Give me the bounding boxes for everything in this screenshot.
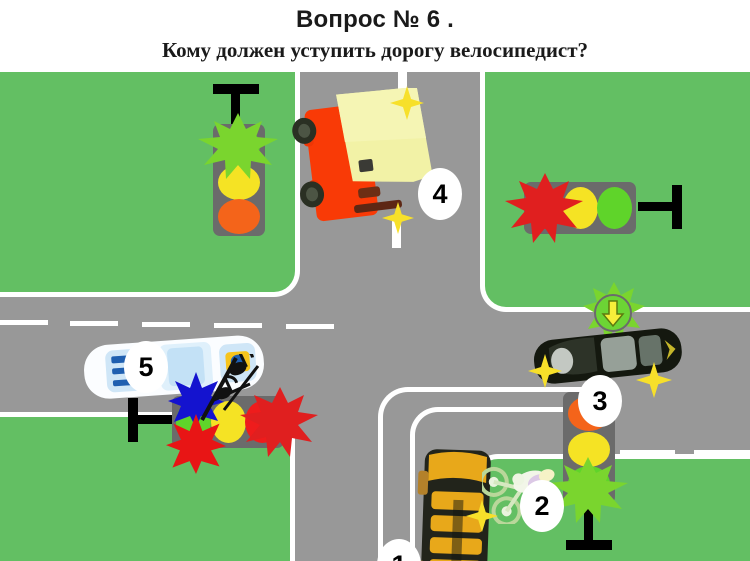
marker-2[interactable]: 2 xyxy=(520,480,564,532)
traffic-light-pole-cap-southeast xyxy=(566,540,612,550)
lane-edge-inner xyxy=(410,407,620,561)
lane-edge-outer xyxy=(378,387,598,561)
signal-lamp-yellow xyxy=(218,165,260,200)
signal-burst-southwest xyxy=(240,387,320,457)
turn-signal-sparkle xyxy=(636,362,672,403)
signal-burst-southeast xyxy=(546,457,630,523)
turn-signal-sparkle xyxy=(466,500,498,537)
police-beacon-red xyxy=(166,414,226,479)
marker-label: 4 xyxy=(432,178,448,209)
marker-4[interactable]: 4 xyxy=(418,168,462,220)
traffic-light-pole-cap-northeast xyxy=(672,185,682,229)
road-dash xyxy=(0,320,48,325)
turn-signal-sparkle xyxy=(390,86,424,125)
road-stub-marking xyxy=(392,220,401,248)
turn-signal-sparkle xyxy=(382,202,414,239)
marker-label: 5 xyxy=(138,351,154,382)
signal-burst-northeast xyxy=(505,173,585,243)
marker-3[interactable]: 3 xyxy=(578,375,622,427)
turn-signal-sparkle xyxy=(528,354,562,393)
arrow-down-signal[interactable] xyxy=(594,294,632,332)
siren-music-notes xyxy=(196,348,268,429)
road-stub-marking xyxy=(398,72,407,98)
road-dash xyxy=(286,324,334,329)
road-dash xyxy=(70,321,118,326)
traffic-light-pole-southwest xyxy=(128,415,174,424)
marker-1[interactable]: 1 xyxy=(377,539,421,561)
road-dash xyxy=(142,322,190,327)
marker-label: 2 xyxy=(534,490,550,521)
road-dash xyxy=(214,323,262,328)
signal-lamp-green xyxy=(597,187,632,229)
question-text: Кому должен уступить дорогу велосипедист… xyxy=(161,38,589,62)
vehicle-tram-bus[interactable] xyxy=(408,442,508,561)
question-number: Вопрос № 6 . xyxy=(295,6,454,33)
traffic-light-pole-cap-southwest xyxy=(128,398,138,442)
road-dash xyxy=(694,450,750,455)
signal-lamp-orange xyxy=(218,199,260,234)
police-beacon-blue xyxy=(168,372,224,433)
marker-label: 1 xyxy=(391,550,406,561)
intersection-scene: 1 2 3 4 5 xyxy=(0,72,750,561)
signal-lamp-yellow xyxy=(211,401,246,443)
title-block: Вопрос № 6 . Кому должен уступить дорогу… xyxy=(0,0,750,72)
traffic-light-pole-northeast xyxy=(638,202,682,211)
traffic-light-pole-southeast xyxy=(584,509,593,549)
traffic-light-pole-northwest xyxy=(231,84,240,129)
road-dash xyxy=(620,450,675,455)
signal-burst-northwest xyxy=(196,113,280,179)
traffic-light-pole-cap-northwest xyxy=(213,84,259,94)
marker-5[interactable]: 5 xyxy=(124,341,168,393)
marker-label: 3 xyxy=(592,385,608,416)
vehicle-black-car[interactable] xyxy=(528,322,688,397)
